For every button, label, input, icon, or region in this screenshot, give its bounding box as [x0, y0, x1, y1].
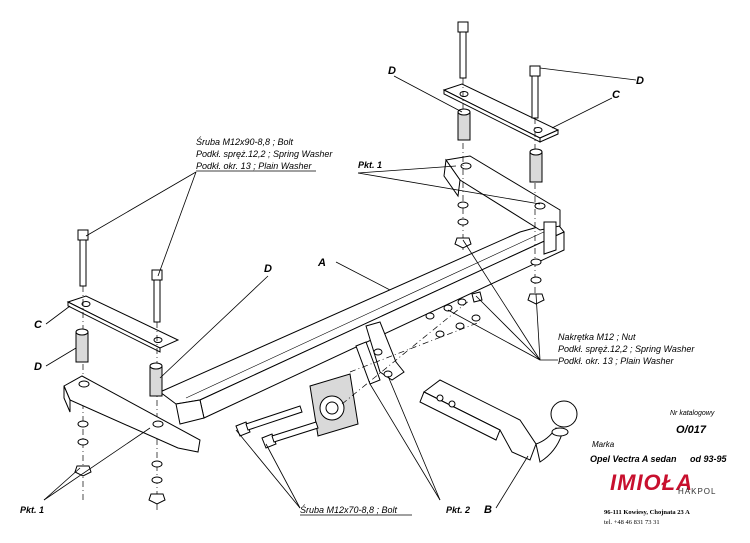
- label-c-right: C: [612, 89, 621, 101]
- logo-sub: HAKPOL: [678, 487, 717, 496]
- callout-top-bolt-line2: Podkł. spręż.12,2 ; Spring Washer: [196, 149, 333, 159]
- left-top-plate: [66, 295, 180, 353]
- left-spacers: [75, 328, 163, 397]
- label-c-left: C: [34, 319, 43, 331]
- catalog-number: O/017: [676, 424, 706, 436]
- label-d-top: D: [388, 65, 396, 77]
- logo-name: IMIOŁA: [610, 470, 693, 495]
- label-pkt1-bottom: Pkt. 1: [20, 505, 44, 515]
- center-mount: [309, 299, 481, 437]
- callout-top-bolt-line1: Śruba M12x90-8,8 ; Bolt: [196, 136, 294, 147]
- bottom-bolts: [235, 405, 319, 449]
- main-beam: [159, 221, 565, 425]
- brand-label: Marka: [592, 440, 615, 449]
- callout-nut-line2: Podkł. spręż.12,2 ; Spring Washer: [558, 344, 695, 354]
- label-b: B: [484, 504, 492, 516]
- left-fasteners: [74, 420, 166, 505]
- leader-lines: [43, 67, 637, 509]
- vehicle-model: Opel Vectra A sedan: [590, 454, 677, 464]
- right-top-plate: [442, 83, 560, 143]
- left-bracket: [63, 375, 201, 453]
- callout-top-bolt-line3: Podkł. okr. 13 ; Plain Washer: [196, 161, 313, 171]
- company-logo: IMIOŁA HAKPOL: [600, 470, 720, 500]
- text-labels: Śruba M12x90-8,8 ; Bolt Podkł. spręż.12,…: [20, 65, 695, 516]
- label-d-right: D: [636, 75, 644, 87]
- callout-nut-line1: Nakrętka M12 ; Nut: [558, 332, 636, 342]
- label-pkt1-top: Pkt. 1: [358, 160, 382, 170]
- vehicle-years: od 93-95: [690, 454, 727, 464]
- company-phone: tel. +48 46 831 73 31: [604, 519, 660, 526]
- label-d-center: D: [264, 263, 272, 275]
- right-spacers: [457, 108, 543, 183]
- label-a: A: [317, 257, 326, 269]
- right-bracket: [443, 155, 561, 255]
- tow-ball: [419, 379, 578, 463]
- catalog-label: Nr katalogowy: [670, 410, 715, 417]
- label-pkt2: Pkt. 2: [446, 505, 470, 515]
- callout-bottom-bolt: Śruba M12x70-8,8 ; Bolt: [300, 504, 398, 515]
- label-d-left: D: [34, 361, 42, 373]
- callout-nut-line3: Podkł. okr. 13 ; Plain Washer: [558, 356, 675, 366]
- company-address: 96-111 Kowiesy, Chojnata 23 A: [604, 509, 690, 516]
